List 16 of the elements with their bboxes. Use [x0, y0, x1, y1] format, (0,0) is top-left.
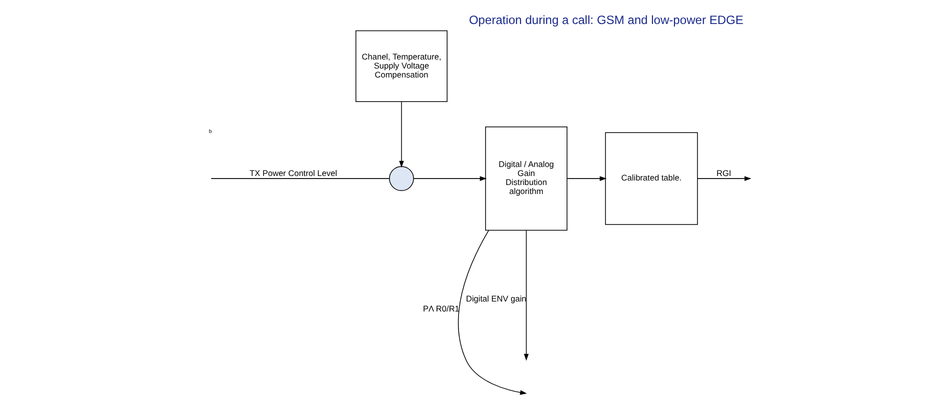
arrow: [413, 176, 487, 181]
arrow: [458, 230, 527, 395]
edge-label: TX Power Control Level: [250, 168, 338, 178]
edge-label: PΛ R0/R1: [423, 303, 460, 314]
node-box: Digital / Analog Gain Distribution algorithm: [485, 126, 568, 231]
node-box: Calibrated table.: [605, 132, 698, 225]
arrow: [697, 176, 752, 181]
arrow: [524, 230, 529, 361]
connector: [210, 178, 390, 179]
arrow: [399, 101, 404, 168]
node-box: Chanel, Temperature, Supply Voltage Compensation: [356, 30, 448, 102]
edge-label: Digital ENV gain: [466, 293, 526, 304]
arrow: [566, 176, 607, 181]
node-circle: [389, 166, 414, 191]
edge-label: RGI: [716, 168, 732, 178]
diagram-title: Operation during a call: GSM and low-power EDGE: [468, 12, 744, 27]
